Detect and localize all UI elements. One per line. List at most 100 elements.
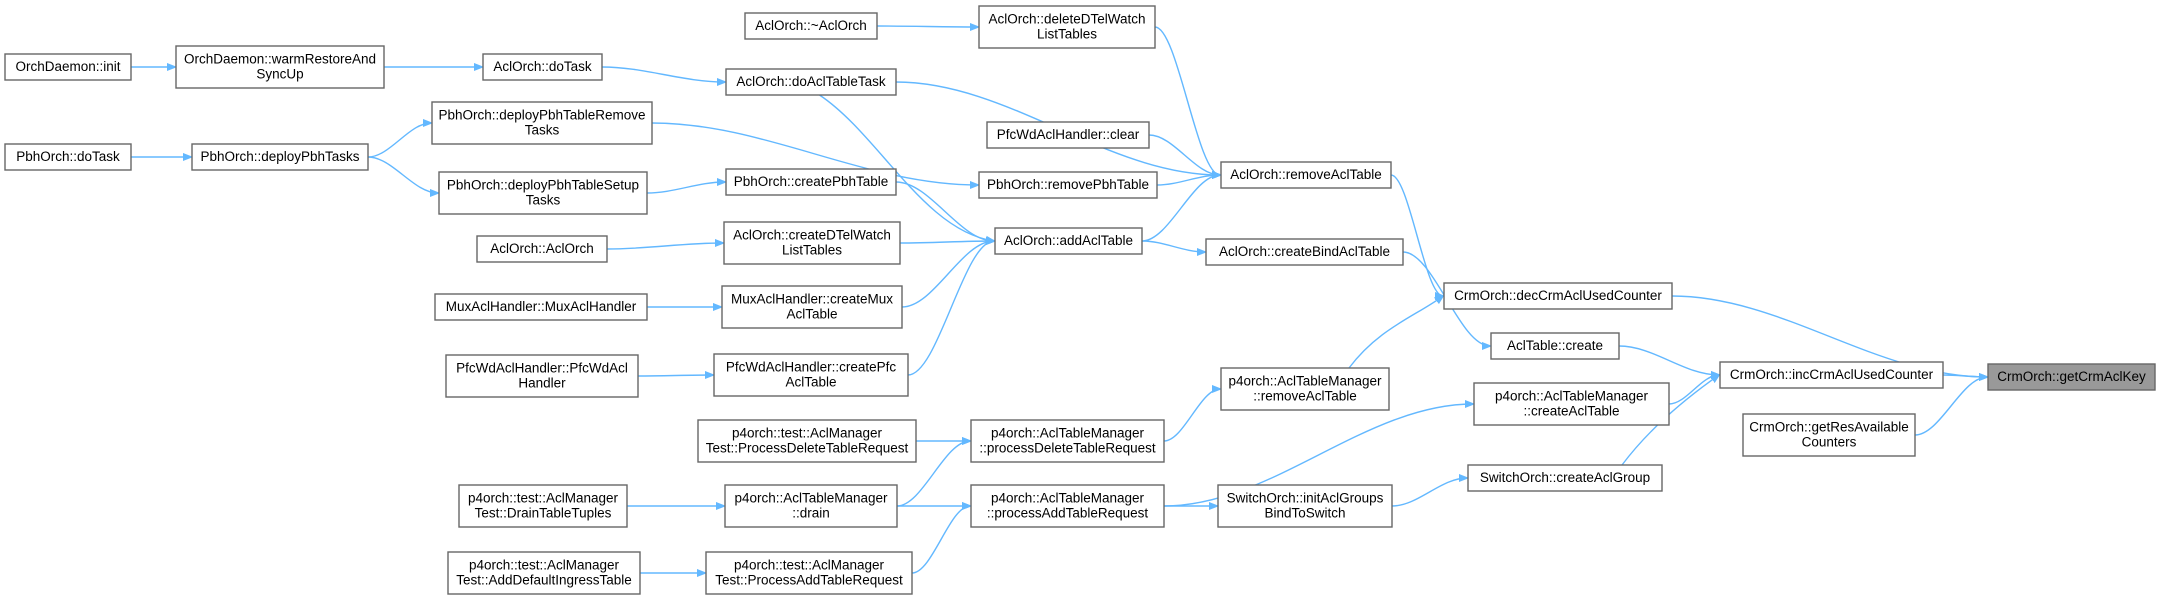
node-box: [4, 53, 132, 81]
call-edge: [899, 241, 994, 243]
node-label: ::drain: [792, 506, 830, 521]
node-box: [447, 551, 641, 595]
call-edge: [895, 181, 994, 241]
caller-function-node[interactable]: p4orch::test::AclManagerTest::AddDefault…: [447, 551, 641, 595]
node-box: [725, 168, 897, 196]
node-box: [438, 171, 648, 215]
node-label: OrchDaemon::warmRestoreAnd: [184, 52, 376, 67]
node-label: CrmOrch::decCrmAclUsedCounter: [1454, 288, 1662, 303]
node-label: p4orch::AclTableManager: [1495, 389, 1649, 404]
node-box: [1719, 361, 1944, 389]
caller-function-node[interactable]: p4orch::AclTableManager::removeAclTable: [1220, 367, 1390, 411]
call-edge: [646, 182, 725, 194]
node-label: AclOrch::deleteDTelWatch: [988, 12, 1145, 27]
node-label: p4orch::AclTableManager: [734, 491, 888, 506]
call-edge: [1148, 134, 1220, 175]
caller-function-node[interactable]: PbhOrch::deployPbhTasks: [191, 143, 369, 171]
call-edge: [911, 506, 970, 574]
caller-function-node[interactable]: CrmOrch::incCrmAclUsedCounter: [1719, 361, 1944, 389]
caller-function-node[interactable]: p4orch::test::AclManagerTest::DrainTable…: [458, 484, 628, 528]
node-box: [1490, 332, 1620, 360]
caller-function-node[interactable]: AclOrch::AclOrch: [476, 235, 608, 263]
node-box: [458, 484, 628, 528]
node-label: Counters: [1802, 435, 1857, 450]
caller-function-node[interactable]: PfcWdAclHandler::clear: [986, 121, 1150, 149]
node-box: [1443, 282, 1673, 310]
caller-function-node[interactable]: AclTable::create: [1490, 332, 1620, 360]
caller-function-node[interactable]: AclOrch::doAclTableTask: [725, 68, 897, 96]
node-box: [744, 12, 878, 40]
caller-function-node[interactable]: p4orch::test::AclManagerTest::ProcessDel…: [697, 419, 917, 463]
node-label: AclOrch::AclOrch: [490, 241, 594, 256]
node-label: p4orch::test::AclManager: [469, 558, 620, 573]
caller-function-node[interactable]: PfcWdAclHandler::PfcWdAclHandler: [445, 354, 639, 398]
node-label: CrmOrch::incCrmAclUsedCounter: [1730, 367, 1934, 382]
node-label: Test::DrainTableTuples: [475, 506, 612, 521]
caller-function-node[interactable]: AclOrch::~AclOrch: [744, 12, 878, 40]
caller-function-node[interactable]: SwitchOrch::createAclGroup: [1467, 464, 1663, 492]
node-label: MuxAclHandler::createMux: [731, 292, 893, 307]
call-edge: [1942, 375, 1987, 377]
node-label: ::processDeleteTableRequest: [979, 441, 1156, 456]
caller-function-node[interactable]: p4orch::test::AclManagerTest::ProcessAdd…: [705, 551, 913, 595]
caller-function-node[interactable]: p4orch::AclTableManager::processDeleteTa…: [970, 419, 1165, 463]
caller-function-node[interactable]: PbhOrch::removePbhTable: [978, 171, 1158, 199]
caller-function-node[interactable]: p4orch::AclTableManager::createAclTable: [1473, 382, 1670, 426]
node-box: [723, 221, 901, 265]
caller-function-node[interactable]: p4orch::AclTableManager::processAddTable…: [970, 484, 1165, 528]
node-box: [1987, 363, 2156, 391]
node-label: p4orch::AclTableManager: [1228, 374, 1382, 389]
caller-function-node[interactable]: AclOrch::removeAclTable: [1220, 161, 1392, 189]
node-label: PbhOrch::removePbhTable: [987, 177, 1149, 192]
root-function-node: CrmOrch::getCrmAclKey: [1987, 363, 2156, 391]
call-edge: [1163, 404, 1473, 507]
call-edge: [1141, 240, 1205, 252]
node-box: [1742, 413, 1916, 457]
node-box: [986, 121, 1150, 149]
call-edge: [1348, 296, 1443, 369]
node-label: AclTable: [785, 375, 836, 390]
caller-function-node[interactable]: CrmOrch::decCrmAclUsedCounter: [1443, 282, 1673, 310]
node-box: [175, 45, 385, 89]
caller-function-node[interactable]: AclOrch::addAclTable: [994, 227, 1143, 255]
call-edge: [606, 243, 723, 250]
caller-function-node[interactable]: PbhOrch::doTask: [4, 143, 132, 171]
node-label: ::processAddTableRequest: [987, 506, 1149, 521]
node-label: PbhOrch::doTask: [16, 149, 120, 164]
node-label: OrchDaemon::init: [15, 59, 120, 74]
node-box: [970, 419, 1165, 463]
node-label: CrmOrch::getCrmAclKey: [1997, 369, 2146, 384]
node-label: ListTables: [782, 243, 842, 258]
node-label: AclOrch::removeAclTable: [1230, 167, 1382, 182]
node-box: [705, 551, 913, 595]
node-box: [4, 143, 132, 171]
call-edge: [1163, 389, 1220, 442]
node-box: [724, 484, 898, 528]
node-label: Test::ProcessAddTableRequest: [715, 573, 903, 588]
caller-function-node[interactable]: MuxAclHandler::MuxAclHandler: [434, 293, 648, 321]
call-edge: [637, 375, 713, 376]
node-label: p4orch::test::AclManager: [732, 426, 883, 441]
caller-function-node[interactable]: OrchDaemon::init: [4, 53, 132, 81]
node-label: PbhOrch::deployPbhTasks: [200, 149, 359, 164]
caller-function-node[interactable]: p4orch::AclTableManager::drain: [724, 484, 898, 528]
caller-function-node[interactable]: PbhOrch::createPbhTable: [725, 168, 897, 196]
caller-function-node[interactable]: AclOrch::createBindAclTable: [1205, 238, 1404, 266]
call-edge: [1390, 174, 1443, 296]
caller-function-node[interactable]: AclOrch::doTask: [482, 53, 603, 81]
node-label: PfcWdAclHandler::createPfc: [726, 360, 897, 375]
node-box: [725, 68, 897, 96]
node-label: Test::ProcessDeleteTableRequest: [706, 441, 909, 456]
node-label: p4orch::test::AclManager: [468, 491, 619, 506]
node-box: [713, 353, 909, 397]
